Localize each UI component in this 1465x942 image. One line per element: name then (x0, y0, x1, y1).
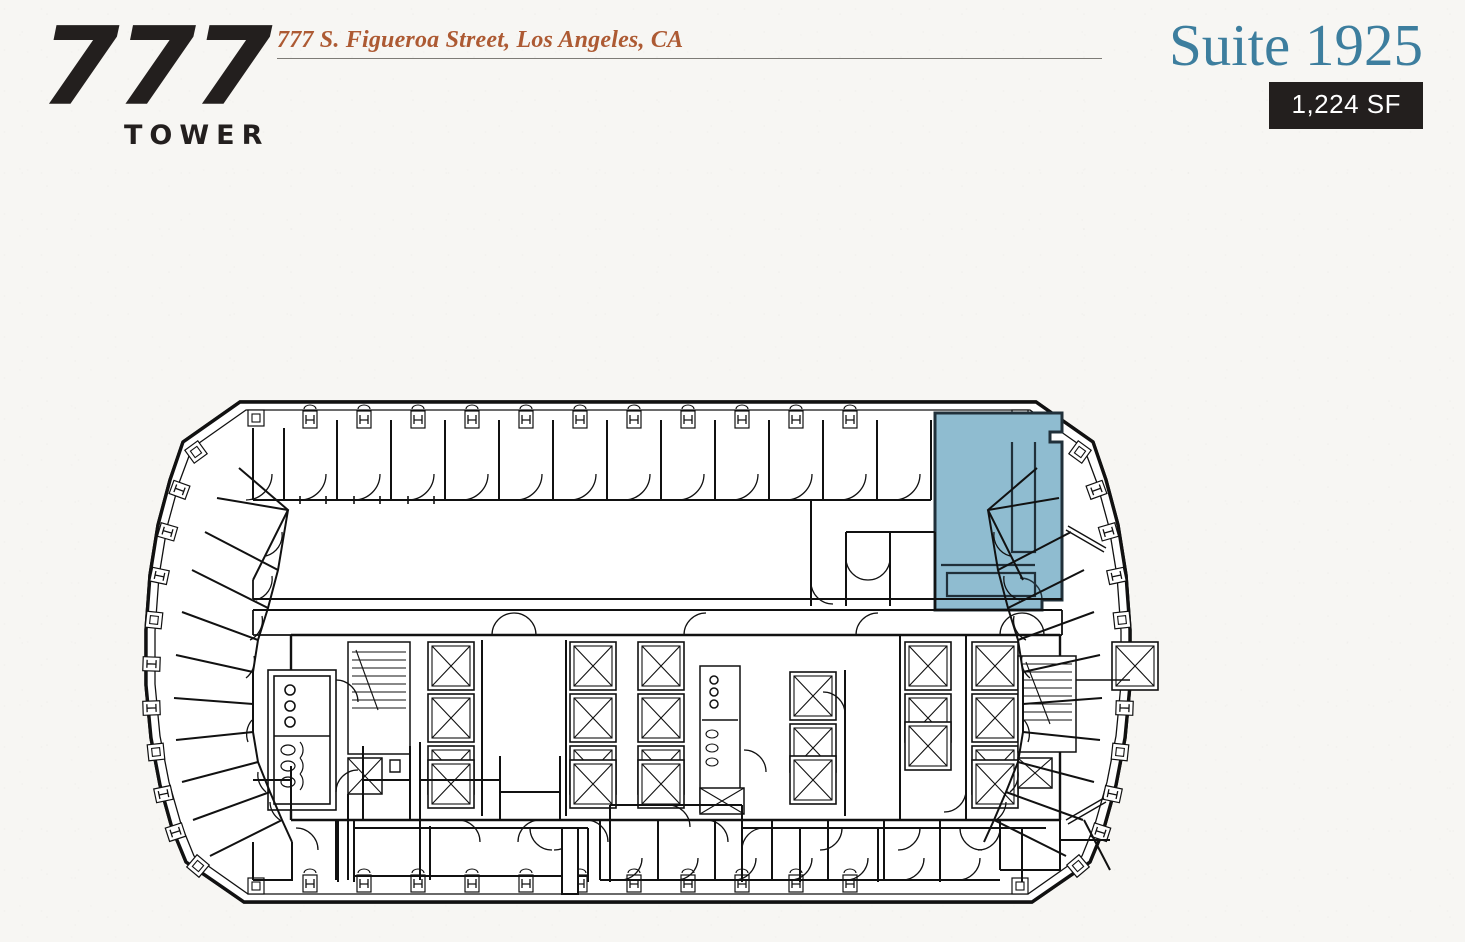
suite-area-badge: 1,224 SF (1269, 82, 1423, 129)
elevator-bank-b (569, 641, 617, 809)
logo-wordmark: TOWER (124, 120, 270, 151)
plan-geometry (142, 400, 1159, 904)
right-perimeter-offices (983, 467, 1107, 857)
top-offices (245, 420, 932, 504)
elevator-bank-c (637, 641, 685, 809)
elevator-bank-e (904, 641, 952, 771)
address-block: 777 S. Figueroa Street, Los Angeles, CA (277, 27, 1102, 59)
lower-right-interior (1000, 819, 1111, 871)
corridor-spurs (252, 500, 1063, 636)
suite-title: Suite 1925 (1168, 12, 1423, 78)
suite-block: Suite 1925 1,224 SF (1169, 14, 1423, 129)
upper-corridor (253, 598, 1062, 611)
logo-number: 777 (40, 5, 273, 130)
lower-left-interior (253, 742, 561, 880)
core-service-shaft (699, 665, 745, 815)
header-divider-rule (277, 58, 1102, 59)
elevator-bank-f (971, 641, 1019, 809)
building-core (267, 633, 1159, 822)
building-address: 777 S. Figueroa Street, Los Angeles, CA (277, 27, 684, 53)
elevator-lobby (481, 640, 567, 816)
bottom-offices (252, 804, 1046, 882)
floor-plan-drawing (142, 400, 1159, 904)
page-header: 777 TOWER 777 S. Figueroa Street, Los An… (0, 0, 1465, 180)
elevator-bank-a (427, 641, 475, 809)
building-outline-stroke (144, 400, 1132, 904)
highlighted-suite-1925[interactable] (933, 411, 1064, 612)
lower-center-interior (561, 820, 1001, 895)
left-perimeter-offices (173, 467, 293, 857)
restroom-left (267, 669, 337, 811)
stairwell-left (347, 641, 411, 795)
core-door-swings (335, 612, 1045, 843)
elevator-bank-g (1111, 641, 1159, 691)
floor-plan-container (0, 180, 1465, 942)
building-logo: 777 TOWER (40, 14, 273, 152)
elevator-bank-d (789, 671, 837, 805)
